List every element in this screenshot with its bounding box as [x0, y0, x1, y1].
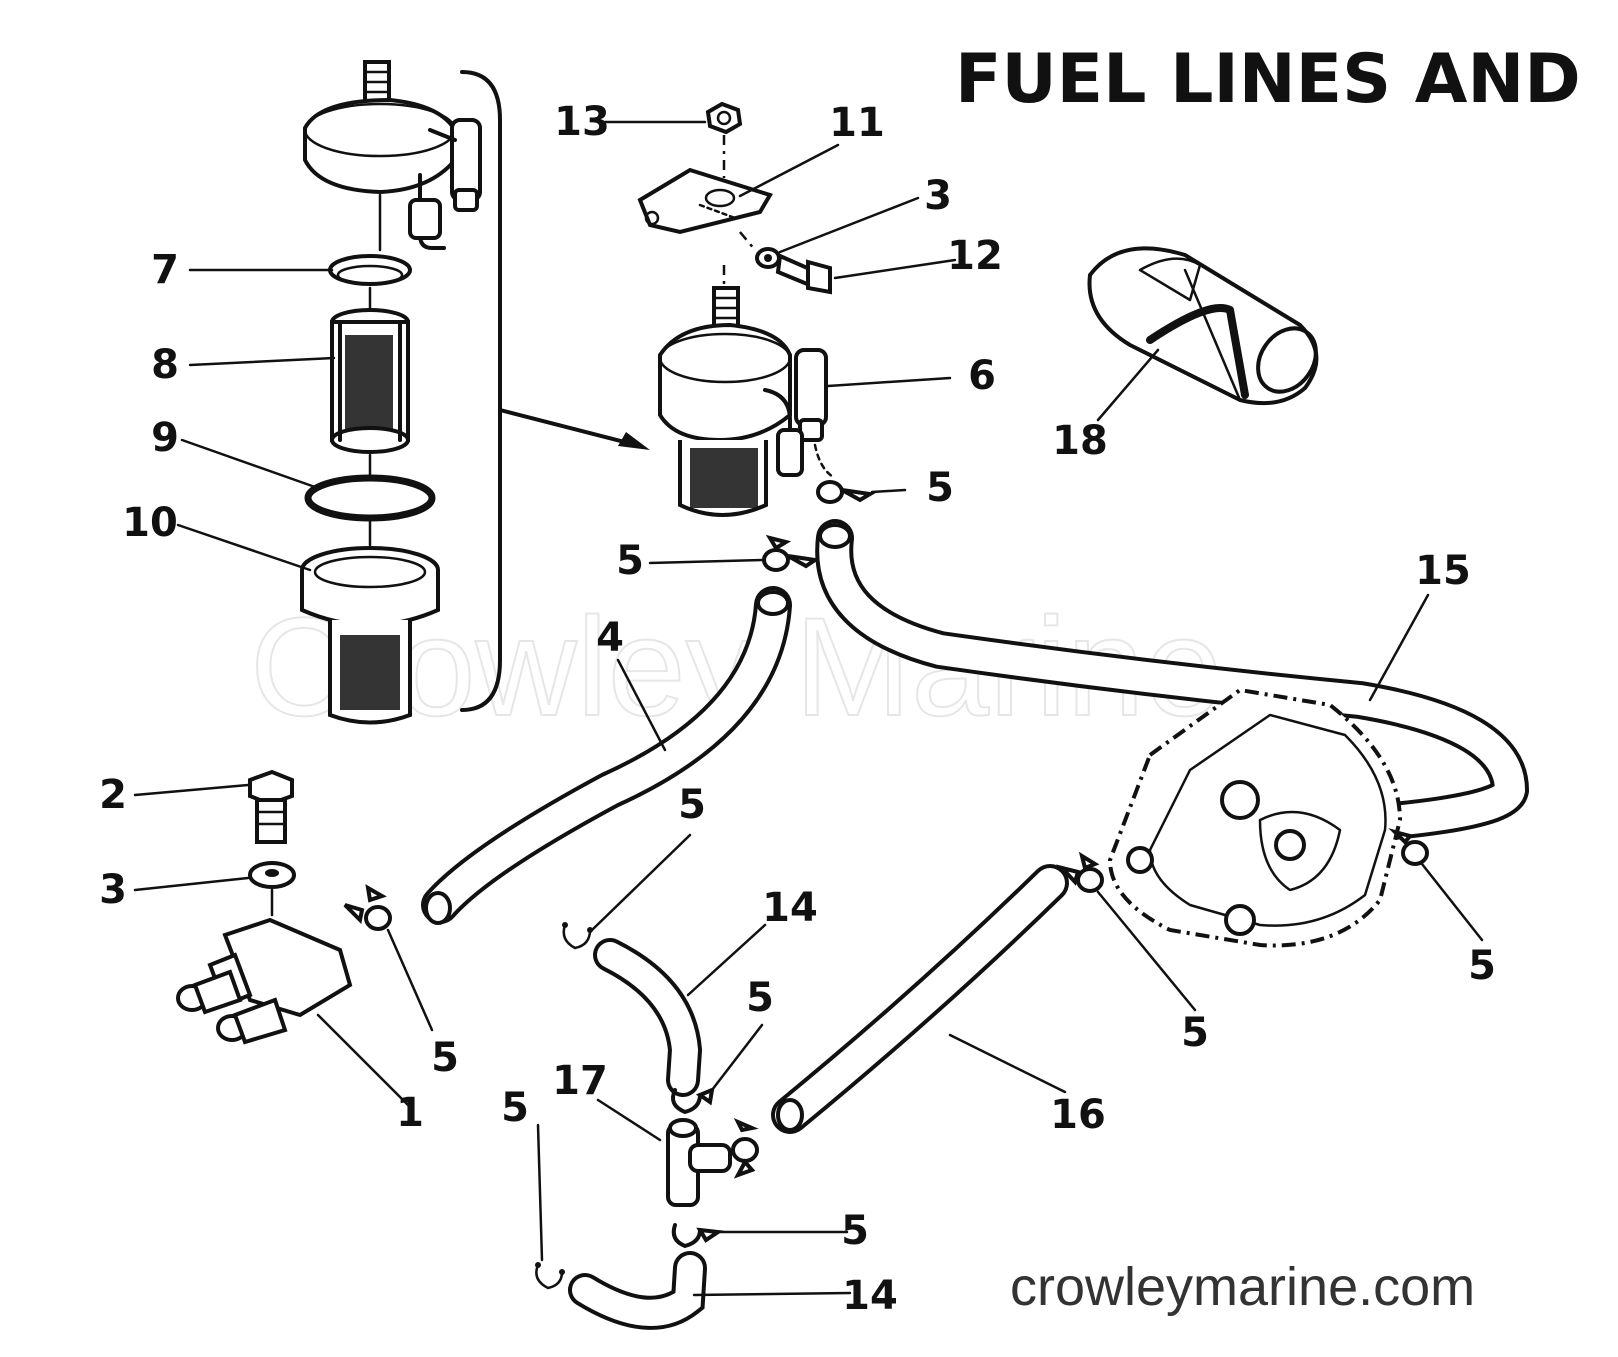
- part-5-clamp-f: [731, 1118, 759, 1179]
- callout-14-lower: 14: [842, 1273, 898, 1319]
- callout-15: 15: [1415, 548, 1471, 594]
- part-2-bolt: [248, 769, 294, 844]
- part-1-fuel-connector: [176, 917, 353, 1045]
- callout-5-connector: 5: [431, 1035, 459, 1081]
- callout-5-filter-inlet: 5: [616, 538, 644, 584]
- part-5-clamp-b: [762, 534, 821, 572]
- part-11-mounting-bracket: [637, 167, 774, 235]
- part-5-clamp-h: [535, 1262, 565, 1290]
- callout-17: 17: [552, 1058, 608, 1104]
- part-10-filter-bowl: [300, 546, 440, 725]
- part-7-seal-ring: [328, 254, 412, 286]
- callout-5-pump-outlet: 5: [1468, 943, 1496, 989]
- callout-5-lower-left: 5: [501, 1085, 529, 1131]
- callout-5-tee-upper: 5: [746, 975, 774, 1021]
- callout-9: 9: [151, 415, 179, 461]
- assembly-bracket: [460, 70, 502, 712]
- diagram-title: FUEL LINES AND: [955, 40, 1581, 119]
- assembly-arrow-head: [618, 432, 650, 450]
- filter-head-exploded: [303, 60, 482, 250]
- callout-7: 7: [151, 247, 179, 293]
- leader-lines: [133, 120, 1484, 1297]
- assembly-arrow-line: [498, 408, 642, 448]
- callout-10: 10: [122, 500, 178, 546]
- part-5-clamp-j: [1388, 828, 1429, 866]
- part-12-bolt: [775, 253, 832, 295]
- callout-11: 11: [829, 100, 885, 146]
- fuel-pump-body: [1107, 687, 1403, 948]
- website-url: crowleymarine.com: [1010, 1257, 1475, 1317]
- part-5-clamp-d: [562, 922, 593, 950]
- callout-6: 6: [968, 353, 996, 399]
- part-13-nut: [705, 101, 743, 135]
- callout-5-filter-outlet: 5: [926, 465, 954, 511]
- part-18-hose-sleeve: [1087, 246, 1319, 406]
- part-5-clamp-e: [671, 1086, 715, 1114]
- callout-5-pump-inlet: 5: [1181, 1010, 1209, 1056]
- part-3-washer-upper: [755, 247, 781, 269]
- part-17-tee-fitting: [666, 1118, 732, 1207]
- callout-16: 16: [1050, 1092, 1106, 1138]
- part-5-clamp-g: [671, 1223, 724, 1248]
- part-5-clamp-c: [343, 884, 392, 931]
- callout-13: 13: [554, 99, 610, 145]
- callout-8: 8: [151, 342, 179, 388]
- callout-2: 2: [99, 772, 127, 818]
- part-3-washer-lower: [248, 861, 296, 889]
- assembled-fuel-filter: [658, 286, 828, 517]
- callout-1: 1: [396, 1090, 424, 1136]
- callout-14-upper: 14: [762, 885, 818, 931]
- part-5-clamp-a: [816, 480, 876, 504]
- callout-18: 18: [1052, 418, 1108, 464]
- part-8-filter-element: [330, 308, 410, 454]
- part-9-o-ring: [304, 474, 436, 522]
- callout-4: 4: [596, 615, 624, 661]
- callout-5-tee-lower: 5: [841, 1208, 869, 1254]
- callout-3-lower: 3: [99, 867, 127, 913]
- callout-labels: 13 11 3 12 7 8 6 9 18 5 10 5 15 4 2 5 3 …: [99, 99, 1496, 1319]
- callout-12: 12: [947, 233, 1003, 279]
- part-5-clamp-i: [1055, 851, 1104, 893]
- callout-3-upper: 3: [924, 173, 952, 219]
- callout-5-hose-14: 5: [678, 782, 706, 828]
